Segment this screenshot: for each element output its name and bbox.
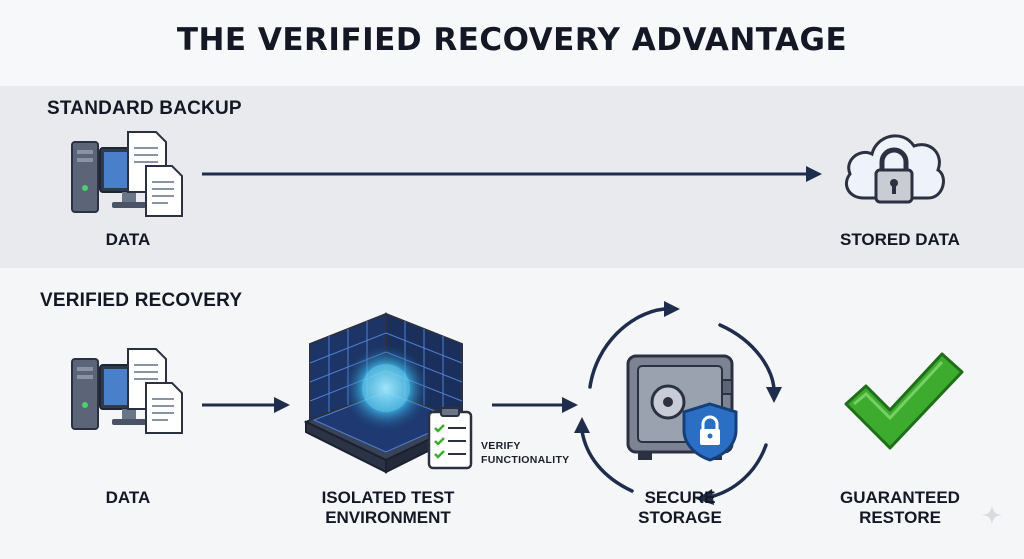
standard-backup-title: STANDARD BACKUP xyxy=(47,98,242,119)
isolated-test-environment-label: ISOLATED TEST ENVIRONMENT xyxy=(321,488,455,527)
verify-functionality-label: VERIFY FUNCTIONALITY xyxy=(481,440,570,466)
cycle-arrows-icon xyxy=(560,295,800,515)
checkmark-icon xyxy=(838,346,968,454)
diagram-title: THE VERIFIED RECOVERY ADVANTAGE xyxy=(176,22,848,58)
safe-shield-icon xyxy=(622,350,746,462)
data-to-test-arrow xyxy=(200,395,294,415)
test-cube-icon xyxy=(296,310,476,480)
stored-data-label: STORED DATA xyxy=(840,230,960,249)
secure-storage-label: SECURE STORAGE xyxy=(638,488,722,527)
standard-flow-arrow xyxy=(200,164,826,184)
checklist-icon xyxy=(426,406,476,472)
cloud-lock-icon xyxy=(838,120,950,220)
verified-data-label: DATA xyxy=(105,488,151,507)
standard-data-label: DATA xyxy=(105,230,151,249)
sparkle-icon xyxy=(981,504,1003,526)
verified-recovery-title: VERIFIED RECOVERY xyxy=(40,290,243,311)
computer-documents-icon xyxy=(68,128,188,220)
computer-documents-icon xyxy=(68,345,188,437)
guaranteed-restore-label: GUARANTEED RESTORE xyxy=(840,488,960,527)
test-to-storage-arrow xyxy=(490,395,584,415)
